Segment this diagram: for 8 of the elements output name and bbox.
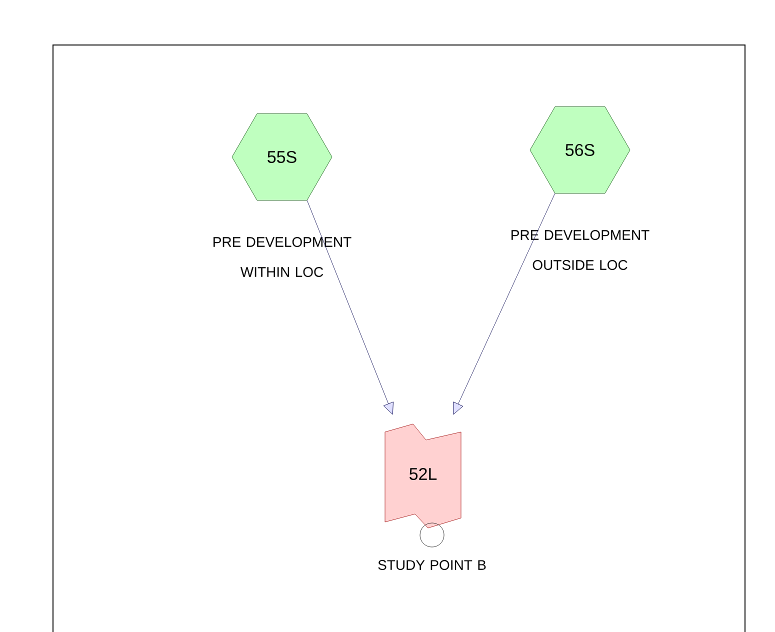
subcatchment-hexagon: 56S bbox=[530, 106, 630, 194]
node-caption: STUDY POINT B bbox=[378, 560, 486, 570]
subcatchment-hexagon: 55S bbox=[232, 114, 332, 200]
arrow bbox=[453, 193, 556, 415]
pond-node: 52L bbox=[384, 424, 462, 548]
node-caption: PRE DEVELOPMENT WITHIN LOC bbox=[214, 237, 352, 277]
node-caption: PRE DEVELOPMENT OUTSIDE LOC bbox=[512, 230, 650, 270]
arrow bbox=[306, 200, 394, 415]
